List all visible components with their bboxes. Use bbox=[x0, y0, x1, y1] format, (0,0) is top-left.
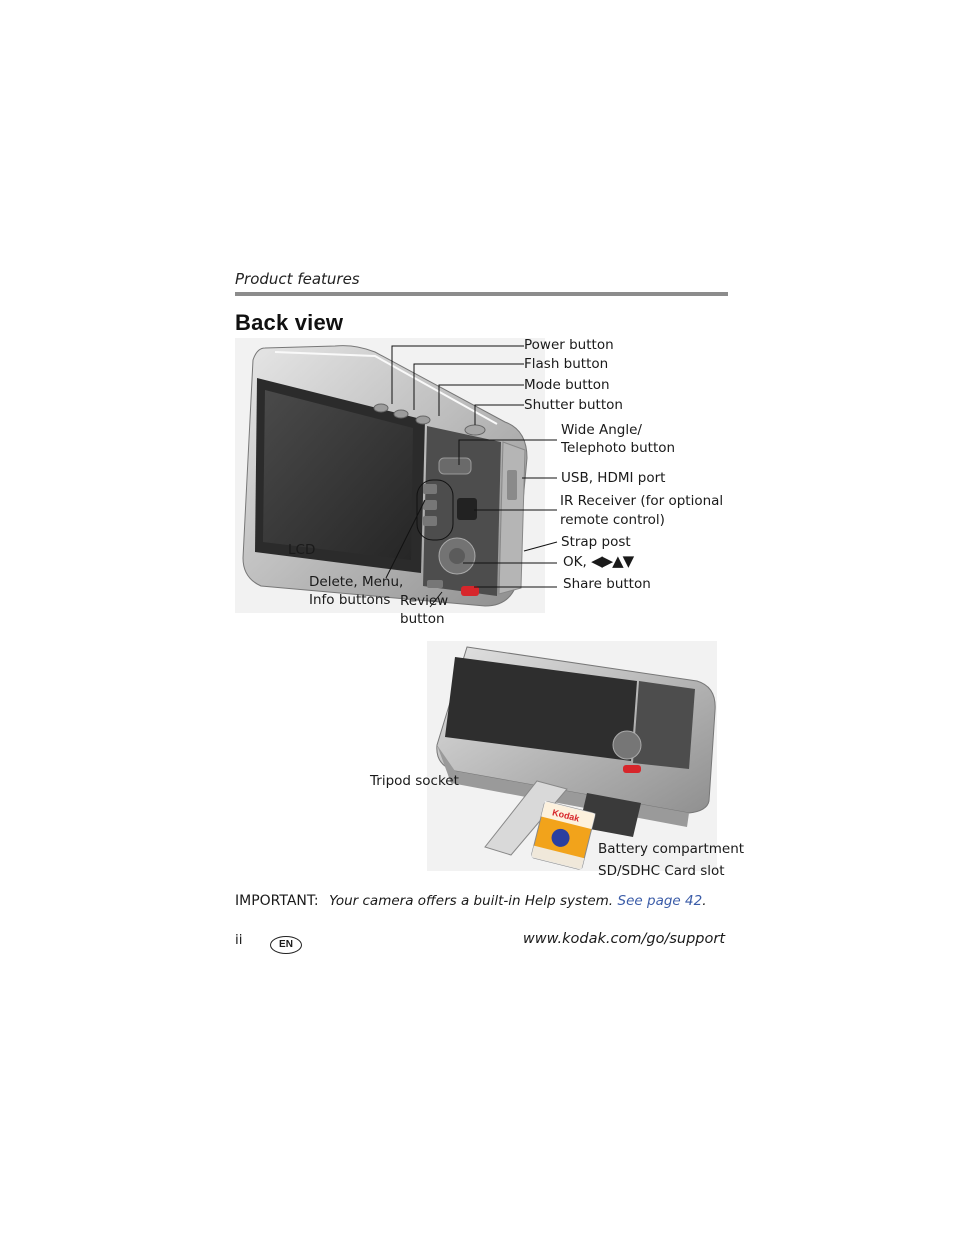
header-rule bbox=[235, 292, 728, 296]
section-title: Product features bbox=[235, 270, 360, 288]
label-review-line2: button bbox=[400, 611, 445, 627]
page-number: ii bbox=[235, 932, 243, 948]
camera-back-view-illustration bbox=[235, 338, 545, 613]
label-lcd: LCD bbox=[288, 542, 316, 558]
label-shutter-button: Shutter button bbox=[524, 397, 623, 413]
label-review-line1: Review bbox=[400, 593, 449, 609]
label-tripod-socket: Tripod socket bbox=[370, 773, 459, 789]
label-wide-angle-line1: Wide Angle/ bbox=[561, 422, 642, 438]
label-wide-angle-line2: Telephoto button bbox=[561, 440, 676, 456]
camera-bottom-view-illustration: Kodak bbox=[427, 641, 717, 871]
label-usb-hdmi-port: USB, HDMI port bbox=[561, 470, 666, 486]
label-ir-receiver-line2: remote control) bbox=[560, 512, 665, 528]
label-flash-button: Flash button bbox=[524, 356, 609, 372]
label-mode-button: Mode button bbox=[524, 377, 610, 393]
label-battery-compartment: Battery compartment bbox=[598, 841, 745, 857]
label-delete-menu-line1: Delete, Menu, bbox=[309, 574, 404, 590]
important-end: . bbox=[702, 893, 707, 909]
footer-url[interactable]: www.kodak.com/go/support bbox=[522, 931, 725, 947]
label-sd-card-slot: SD/SDHC Card slot bbox=[598, 863, 725, 879]
label-power-button: Power button bbox=[524, 337, 614, 353]
arrow-keys-icon: ◀▶▲▼ bbox=[591, 552, 634, 570]
label-share-button: Share button bbox=[563, 576, 651, 592]
language-badge: EN bbox=[270, 936, 302, 954]
label-strap-post: Strap post bbox=[561, 534, 631, 550]
important-label: IMPORTANT: bbox=[235, 893, 319, 909]
important-message: Your camera offers a built-in Help syste… bbox=[329, 893, 614, 909]
label-ok-text: OK, bbox=[563, 554, 587, 570]
label-ok: OK, ◀▶▲▼ bbox=[563, 552, 634, 571]
label-delete-menu-line2: Info buttons bbox=[309, 592, 391, 608]
see-page-link[interactable]: See page 42 bbox=[617, 893, 703, 909]
label-ir-receiver-line1: IR Receiver (for optional bbox=[560, 493, 724, 509]
page-title: Back view bbox=[235, 310, 344, 335]
important-note: IMPORTANT: Your camera offers a built-in… bbox=[235, 893, 707, 909]
